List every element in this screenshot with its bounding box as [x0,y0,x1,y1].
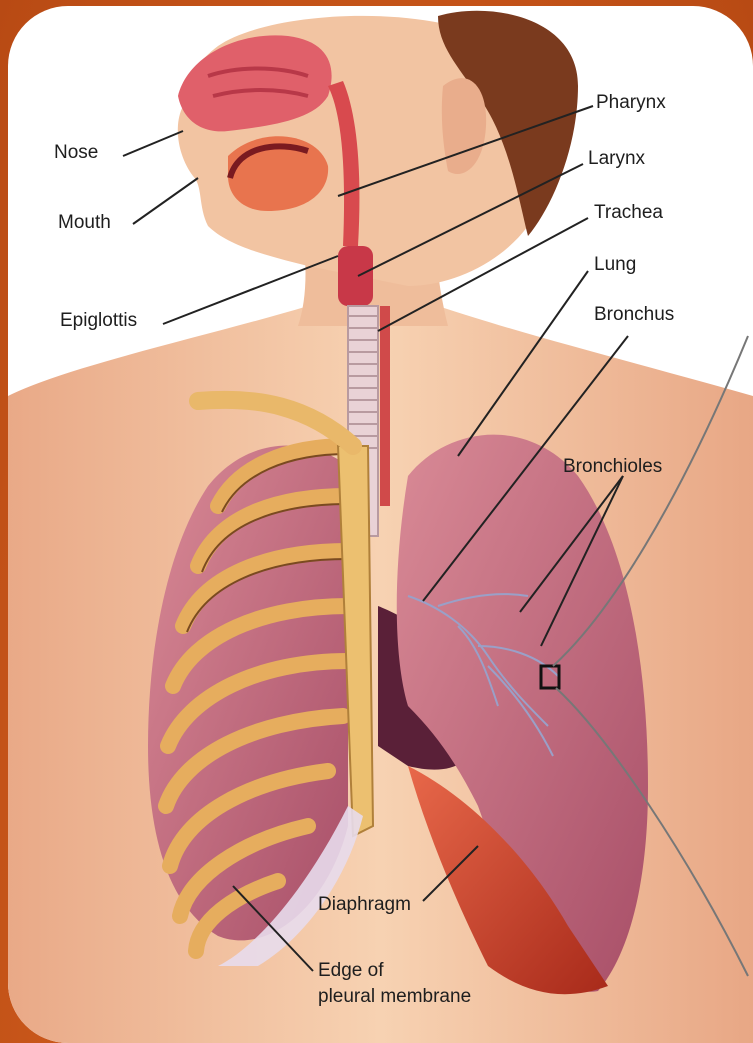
label-pleural-line2: pleural membrane [318,986,471,1008]
label-bronchus: Bronchus [594,304,674,326]
label-diaphragm: Diaphragm [318,894,411,916]
label-pleural-line1: Edge of [318,960,384,982]
label-lung: Lung [594,254,636,276]
label-larynx: Larynx [588,148,645,170]
label-trachea: Trachea [594,202,663,224]
label-bronchioles: Bronchioles [563,456,662,478]
label-pharynx: Pharynx [596,92,666,114]
label-mouth: Mouth [58,212,111,234]
label-nose: Nose [54,142,98,164]
label-epiglottis: Epiglottis [60,310,137,332]
illustration-panel: Nose Mouth Epiglottis Pharynx Larynx Tra… [8,6,753,1043]
